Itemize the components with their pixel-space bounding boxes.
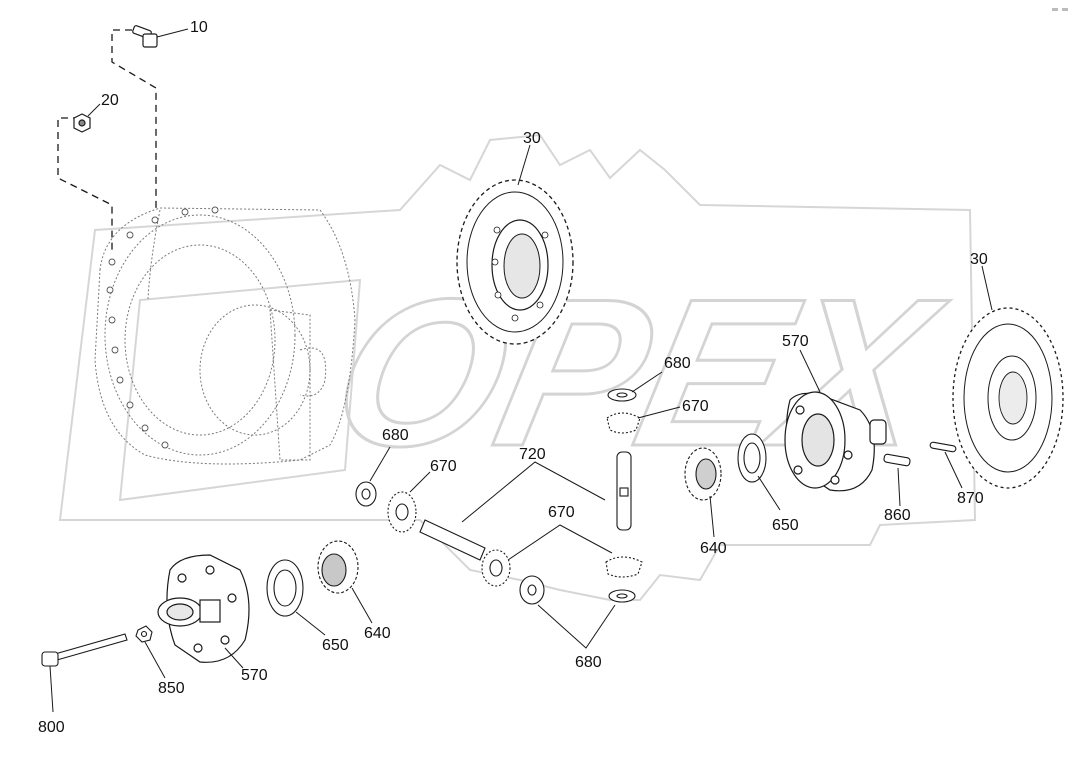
callout-870: 870 bbox=[957, 490, 984, 507]
pinion-670-lower-icon bbox=[605, 556, 643, 578]
callout-640-right: 640 bbox=[700, 540, 727, 557]
callout-670-left: 670 bbox=[430, 458, 457, 475]
pin-870-icon bbox=[929, 441, 957, 453]
ring-gear-30-right-icon bbox=[952, 307, 1064, 489]
callout-640-left: 640 bbox=[364, 625, 391, 642]
axle-housing-icon bbox=[94, 207, 356, 465]
bolt-10-icon bbox=[132, 25, 158, 48]
callout-800: 800 bbox=[38, 719, 65, 736]
nut-850-icon bbox=[135, 625, 153, 643]
diff-case-570-left-icon bbox=[157, 554, 250, 663]
pinion-670-top-icon bbox=[606, 412, 641, 434]
callout-570-bottom: 570 bbox=[241, 667, 268, 684]
callout-20: 20 bbox=[101, 92, 119, 109]
callout-670-mid: 670 bbox=[548, 504, 575, 521]
side-gear-640-left-icon bbox=[317, 540, 359, 594]
cross-shaft-720-icon bbox=[419, 519, 486, 561]
callout-570-top: 570 bbox=[782, 333, 809, 350]
callout-30-top: 30 bbox=[523, 130, 541, 147]
callout-860: 860 bbox=[884, 507, 911, 524]
callout-720: 720 bbox=[519, 446, 546, 463]
callout-10: 10 bbox=[190, 19, 208, 36]
callout-650-right: 650 bbox=[772, 517, 799, 534]
callout-680-top: 680 bbox=[664, 355, 691, 372]
callout-30-right: 30 bbox=[970, 251, 988, 268]
bolt-800-icon bbox=[41, 633, 128, 667]
pin-860-icon bbox=[883, 453, 911, 467]
callout-650-left: 650 bbox=[322, 637, 349, 654]
corner-mark bbox=[1052, 8, 1068, 11]
callout-850: 850 bbox=[158, 680, 185, 697]
washer-680-left-icon bbox=[355, 481, 377, 507]
ring-gear-30-icon bbox=[456, 179, 574, 345]
diff-case-570-right-icon bbox=[784, 391, 887, 492]
side-gear-640-right-icon bbox=[684, 447, 722, 501]
callout-680-left: 680 bbox=[382, 427, 409, 444]
cross-pin-720-icon bbox=[616, 451, 632, 531]
washer-680-bottom-left-icon bbox=[519, 575, 545, 605]
washer-650-left-icon bbox=[266, 559, 304, 617]
watermark bbox=[58, 133, 977, 601]
washer-680-top-icon bbox=[607, 388, 637, 402]
nut-20-icon bbox=[73, 113, 91, 133]
dashed-leaders bbox=[57, 29, 157, 250]
pinion-670-left-icon bbox=[387, 491, 417, 533]
washer-650-right-icon bbox=[737, 433, 767, 483]
callout-670-top: 670 bbox=[682, 398, 709, 415]
housing-bolt-circle bbox=[106, 206, 219, 449]
callout-680-bottom: 680 bbox=[575, 654, 602, 671]
pinion-670-mid-icon bbox=[481, 549, 511, 587]
washer-680-bottom-right-icon bbox=[608, 589, 636, 603]
